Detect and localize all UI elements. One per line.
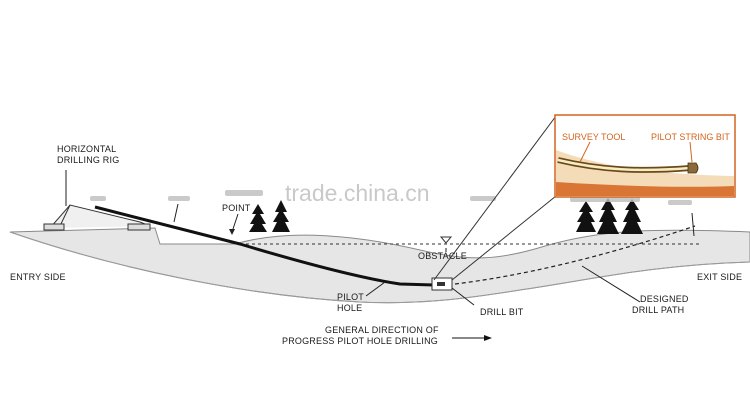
- direction-label-line1: GENERAL DIRECTION OF: [325, 325, 439, 335]
- rig-arrow-leader: [173, 203, 179, 223]
- direction-label-line2: PROGRESS PILOT HOLE DRILLING: [282, 336, 438, 346]
- drill-bit-label: DRILL BIT: [480, 307, 524, 317]
- designed-path-leader: [581, 265, 641, 303]
- pilot-hole-pipe: [94, 205, 435, 287]
- trees-left: [249, 200, 290, 232]
- obstacle-label: OBSTACLE: [418, 251, 467, 261]
- trees-right: [576, 198, 643, 234]
- designed-drill-path: [454, 225, 696, 285]
- entry-side-label: ENTRY SIDE: [10, 272, 66, 282]
- rig-base-left: [43, 223, 65, 231]
- inset-pipe-core: [557, 158, 691, 172]
- water-level-marker: [439, 236, 453, 244]
- direction-arrow-head: [484, 335, 492, 341]
- designed-path-label-line2: DRILL PATH: [632, 305, 684, 315]
- designed-path-label-line1: DESIGNED: [640, 294, 689, 304]
- ground-profile: [9, 227, 750, 304]
- pilot-hole-leader: [365, 281, 386, 297]
- rig-label-line1: HORIZONTAL: [57, 144, 116, 154]
- inset-connector-left: [433, 115, 557, 281]
- rig-base-right: [127, 223, 151, 231]
- inset-soil-band: [556, 182, 734, 196]
- inset-pilot-string-bit-label: PILOT STRING BIT: [651, 132, 730, 142]
- inset-survey-tool-label: SURVEY TOOL: [562, 132, 625, 142]
- rig-label-line2: DRILLING RIG: [57, 155, 119, 165]
- ground-lower-line: [9, 231, 750, 304]
- point-label: POINT: [222, 203, 251, 213]
- pilot-hole-label-line2: HOLE: [337, 303, 362, 313]
- rig-leg: [59, 204, 71, 227]
- drill-bit-leader: [451, 287, 475, 306]
- inset-bit: [687, 162, 699, 174]
- inset-connector-right: [451, 195, 557, 281]
- inset-survey-leader: [579, 141, 591, 163]
- watermark-text: trade.china.cn: [285, 180, 429, 206]
- exit-point-leader: [691, 212, 695, 237]
- pilot-hole-label-line1: PILOT: [337, 292, 364, 302]
- entry-point-arrow: [229, 229, 235, 235]
- drill-bit: [437, 282, 445, 286]
- exit-side-label: EXIT SIDE: [697, 272, 742, 282]
- inset-bit-leader: [689, 141, 693, 163]
